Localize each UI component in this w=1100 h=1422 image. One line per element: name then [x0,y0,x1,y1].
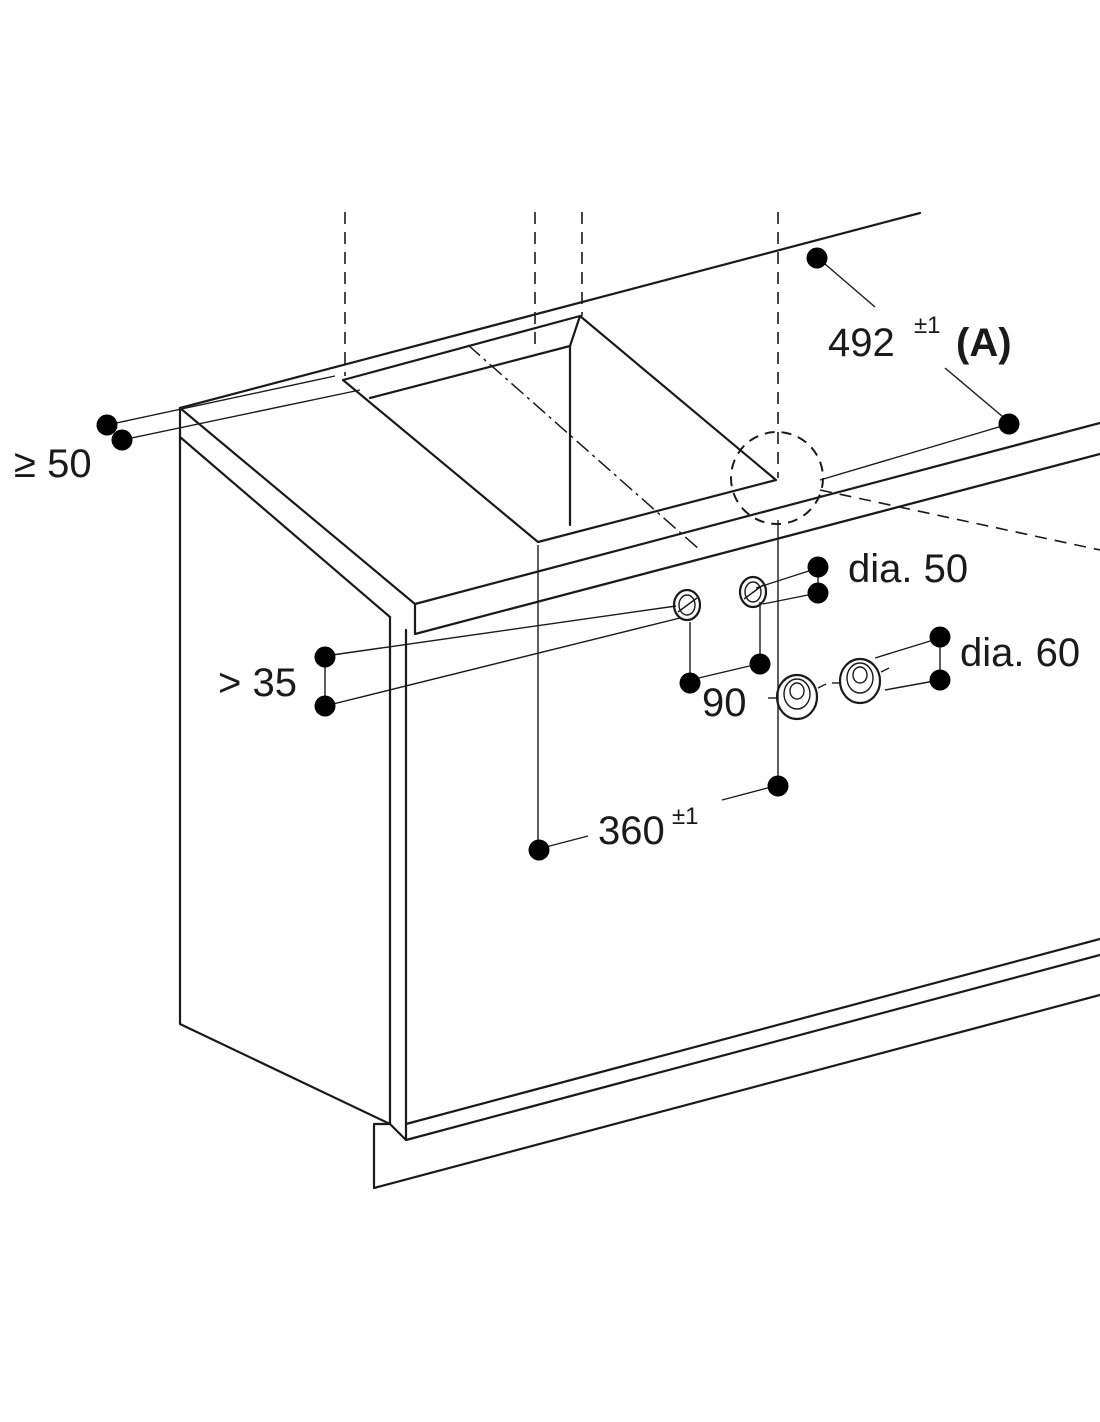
valve-left [768,673,827,721]
small-hole-left [672,588,702,622]
width-label: 360 [598,809,665,853]
small-hole-diameter-label: dia. 50 [848,547,968,591]
depth-cutout-label: 492 [828,321,895,365]
hole-spacing-label: 90 [702,681,747,725]
front-clearance-label: > 35 [218,661,297,705]
depth-cutout-note: (A) [956,321,1012,365]
width-tolerance: ±1 [672,803,699,830]
valve-right [832,657,890,705]
large-hole-diameter-label: dia. 60 [960,631,1080,675]
side-clearance-label: ≥ 50 [14,442,92,486]
cutout [341,314,778,544]
small-hole-right [738,575,768,609]
cabinet [178,435,1100,1190]
dimension-dots [96,247,1020,861]
detail-circle [730,431,824,525]
depth-cutout-tolerance: ±1 [914,312,941,339]
projection-lines [344,212,1100,551]
countertop [178,211,1100,636]
